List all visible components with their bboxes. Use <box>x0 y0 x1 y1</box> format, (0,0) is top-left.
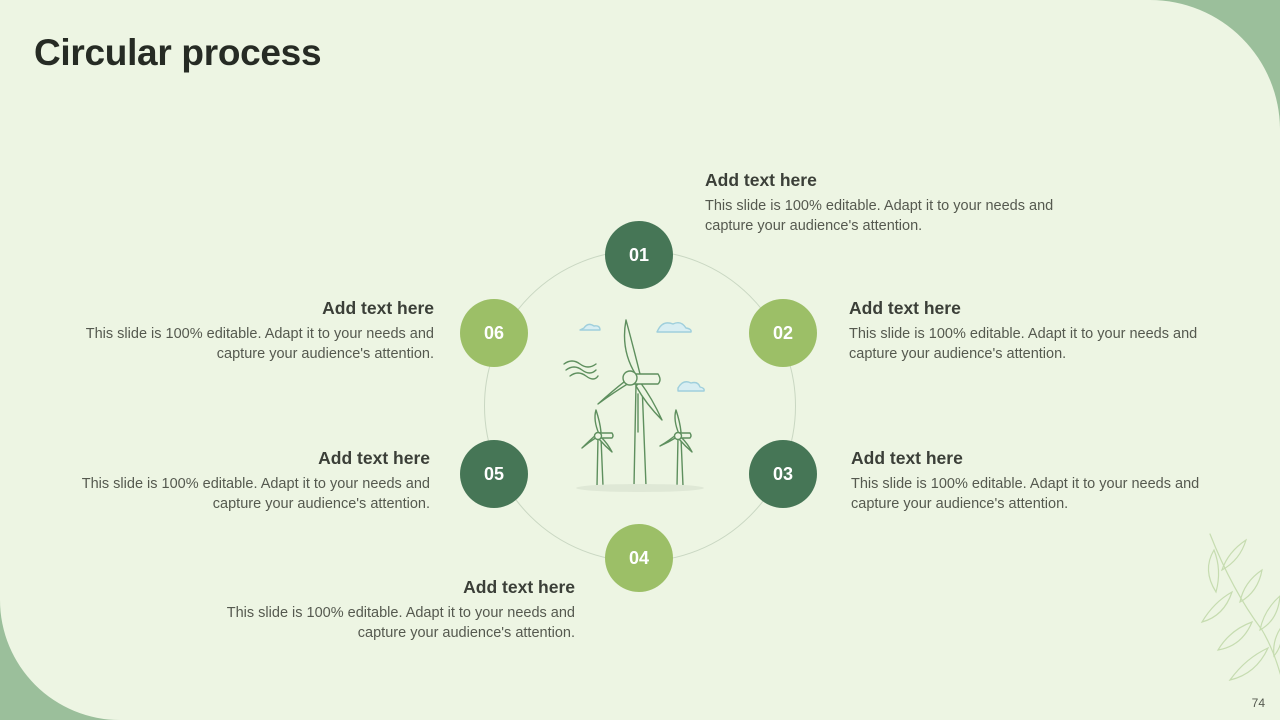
step-number: 01 <box>628 244 650 265</box>
wind-turbines-icon <box>563 319 705 492</box>
step-06-text: Add text here This slide is 100% editabl… <box>64 297 434 364</box>
step-heading: Add text here <box>463 577 575 597</box>
step-number: 04 <box>628 547 650 568</box>
step-heading: Add text here <box>322 298 434 318</box>
leaf-branch-icon <box>1200 533 1280 681</box>
step-heading: Add text here <box>318 448 430 468</box>
step-04-text: Add text here This slide is 100% editabl… <box>205 576 575 643</box>
step-number: 03 <box>772 463 794 484</box>
step-02-text: Add text here This slide is 100% editabl… <box>849 297 1219 364</box>
step-heading: Add text here <box>705 170 817 190</box>
step-02-node[interactable]: 02 <box>749 299 817 367</box>
step-04-node[interactable]: 04 <box>605 524 673 592</box>
step-body: This slide is 100% editable. Adapt it to… <box>849 326 1198 362</box>
step-01-node[interactable]: 01 <box>605 221 673 289</box>
step-05-text: Add text here This slide is 100% editabl… <box>60 447 430 514</box>
step-heading: Add text here <box>849 298 961 318</box>
page-number: 74 <box>1251 696 1265 710</box>
step-03-text: Add text here This slide is 100% editabl… <box>851 447 1221 514</box>
step-body: This slide is 100% editable. Adapt it to… <box>705 198 1054 234</box>
page-title: Circular process <box>34 32 322 73</box>
step-body: This slide is 100% editable. Adapt it to… <box>226 605 575 641</box>
step-body: This slide is 100% editable. Adapt it to… <box>81 476 430 512</box>
step-05-node[interactable]: 05 <box>460 440 528 508</box>
step-body: This slide is 100% editable. Adapt it to… <box>851 476 1200 512</box>
step-number: 05 <box>483 463 505 484</box>
step-body: This slide is 100% editable. Adapt it to… <box>85 326 434 362</box>
step-01-text: Add text here This slide is 100% editabl… <box>705 169 1075 236</box>
step-heading: Add text here <box>851 448 963 468</box>
step-06-node[interactable]: 06 <box>460 299 528 367</box>
step-number: 02 <box>772 322 794 343</box>
step-03-node[interactable]: 03 <box>749 440 817 508</box>
step-number: 06 <box>483 322 505 343</box>
